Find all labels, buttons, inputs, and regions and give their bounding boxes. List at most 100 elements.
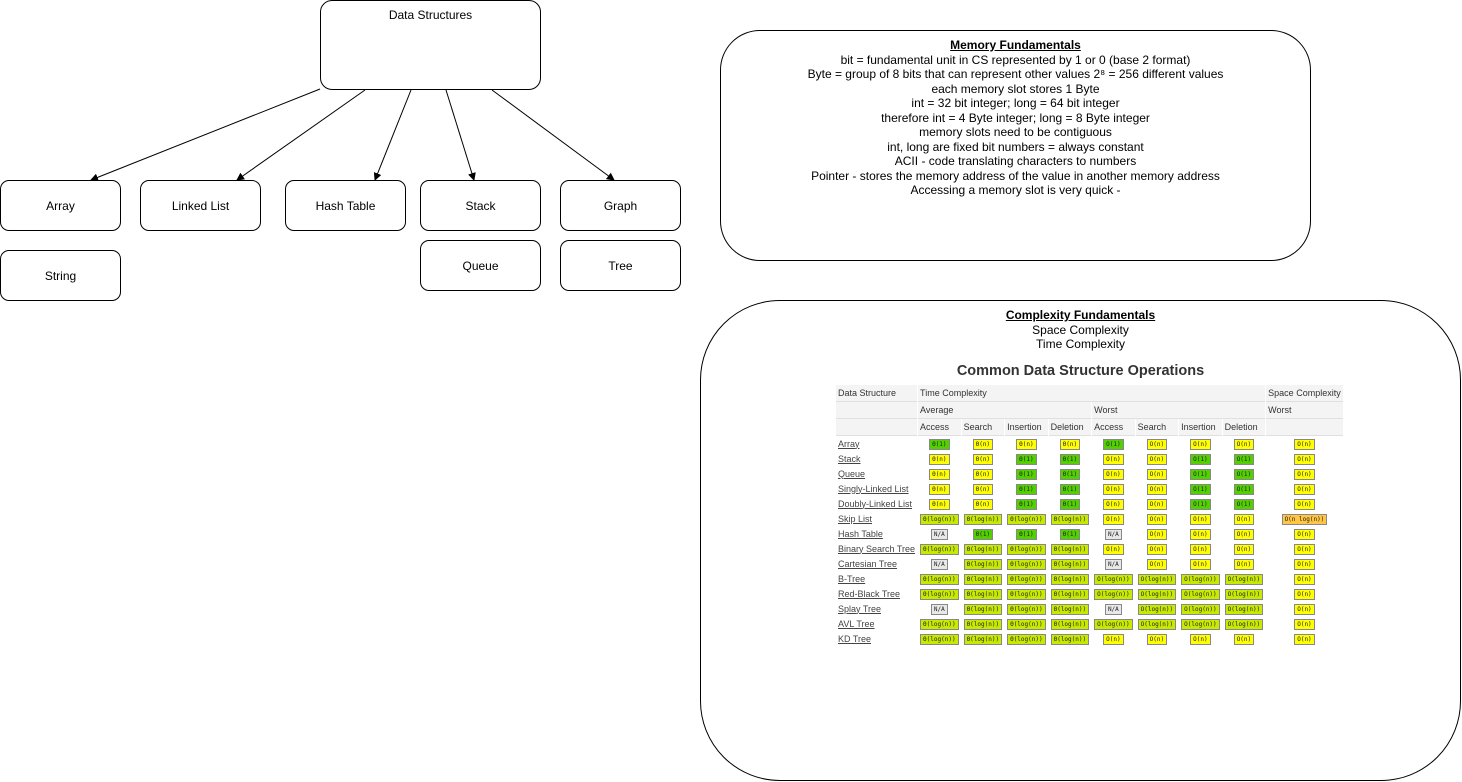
array-node[interactable]: Array	[0, 180, 121, 231]
complexity-cell: Θ(1)	[1005, 496, 1048, 511]
complexity-badge: Θ(n)	[929, 483, 950, 495]
complexity-badge: O(n)	[1190, 528, 1211, 540]
row-structure-link[interactable]: Doubly-Linked List	[838, 498, 913, 509]
complexity-cell: O(n)	[1136, 451, 1179, 466]
complexity-badge: O(n)	[1294, 483, 1315, 495]
complexity-badge: N/A	[1104, 603, 1122, 615]
complexity-badge: O(n)	[1146, 438, 1168, 450]
complexity-badge: O(n)	[1190, 513, 1211, 525]
linked-list-node[interactable]: Linked List	[140, 180, 261, 231]
row-structure-link[interactable]: Red-Black Tree	[838, 588, 901, 599]
header-op: Access	[918, 419, 961, 436]
complexity-badge: O(n)	[1103, 633, 1124, 645]
complexity-badge: Θ(1)	[972, 528, 994, 540]
complexity-badge: O(n)	[1294, 633, 1315, 645]
complexity-badge: Θ(log(n))	[1050, 633, 1090, 645]
complexity-badge: Θ(log(n))	[920, 543, 959, 555]
complexity-cell: O(n)	[1266, 541, 1343, 556]
memory-fundamentals-panel[interactable]: Memory Fundamentals bit = fundamental un…	[720, 30, 1311, 261]
complexity-cell: O(log(n))	[1223, 616, 1266, 631]
complexity-cell: O(1)	[1179, 481, 1222, 496]
complexity-cell: Θ(log(n))	[1049, 601, 1092, 616]
complexity-badge: N/A	[930, 603, 948, 615]
row-structure-link[interactable]: Binary Search Tree	[838, 543, 916, 554]
complexity-badge: O(n)	[1294, 528, 1315, 540]
complexity-cell: Θ(log(n))	[1005, 511, 1048, 526]
complexity-badge: O(n)	[1146, 468, 1168, 480]
complexity-badge: Θ(log(n))	[1050, 558, 1090, 570]
row-structure-link[interactable]: Splay Tree	[838, 603, 882, 614]
complexity-cell: O(n)	[1092, 511, 1135, 526]
complexity-cell: Θ(log(n))	[1049, 586, 1092, 601]
row-structure-link[interactable]: Cartesian Tree	[838, 558, 898, 569]
memory-line: each memory slot stores 1 Byte	[931, 81, 1100, 96]
complexity-cell: O(n)	[1179, 541, 1222, 556]
complexity-badge: O(1)	[1190, 453, 1211, 465]
graph-node[interactable]: Graph	[560, 180, 681, 231]
header-op: Search	[961, 419, 1005, 436]
complexity-cell: Θ(log(n))	[1005, 541, 1048, 556]
complexity-badge: O(n)	[1146, 633, 1168, 645]
hash-table-node[interactable]: Hash Table	[285, 180, 406, 231]
complexity-cell: O(n)	[1136, 496, 1179, 511]
complexity-line: Space Complexity	[1032, 322, 1129, 337]
complexity-badge: Θ(log(n))	[1007, 543, 1046, 555]
header-op: Search	[1135, 419, 1179, 436]
row-structure-link[interactable]: Queue	[838, 468, 866, 479]
complexity-badge: O(n)	[1146, 513, 1168, 525]
complexity-cell: Θ(log(n))	[1005, 631, 1048, 646]
complexity-badge: O(1)	[1233, 483, 1255, 495]
complexity-badge: O(log(n))	[1224, 618, 1264, 630]
tree-node[interactable]: Tree	[560, 240, 681, 291]
complexity-badge: O(n)	[1294, 588, 1315, 600]
complexity-cell: O(n log(n))	[1266, 511, 1343, 526]
row-structure-link[interactable]: B-Tree	[838, 573, 866, 584]
complexity-cell: Θ(1)	[1005, 451, 1048, 466]
complexity-badge: O(n)	[1294, 543, 1315, 555]
complexity-cell: Θ(1)	[1049, 481, 1092, 496]
complexity-cell: Θ(n)	[962, 451, 1005, 466]
complexity-badge: O(n log(n))	[1281, 513, 1328, 525]
complexity-badge: O(n)	[1294, 468, 1315, 480]
row-structure-link[interactable]: Skip List	[838, 513, 873, 524]
complexity-cell: Θ(n)	[962, 481, 1005, 496]
complexity-cell: O(n)	[1266, 586, 1343, 601]
complexity-cell: O(1)	[1223, 466, 1266, 481]
header-op: Deletion	[1048, 419, 1092, 436]
complexity-cell: Θ(log(n))	[1005, 601, 1048, 616]
row-structure-link[interactable]: Singly-Linked List	[838, 483, 909, 494]
complexity-fundamentals-panel[interactable]: Complexity Fundamentals Space Complexity…	[700, 300, 1461, 781]
data-structures-root-node[interactable]: Data Structures	[320, 0, 541, 90]
complexity-badge: Θ(1)	[1016, 483, 1037, 495]
queue-node[interactable]: Queue	[420, 240, 541, 291]
complexity-cell: O(1)	[1092, 436, 1135, 451]
complexity-cell: Θ(log(n))	[962, 616, 1005, 631]
row-structure-link[interactable]: Array	[838, 438, 860, 449]
complexity-badge: Θ(1)	[1059, 453, 1081, 465]
table-header-row: Access Search Insertion Deletion Access …	[836, 419, 1343, 436]
row-structure-link[interactable]: KD Tree	[838, 633, 872, 644]
complexity-cell: O(1)	[1223, 481, 1266, 496]
complexity-badge: Θ(log(n))	[1007, 618, 1046, 630]
row-structure-link[interactable]: Hash Table	[838, 528, 883, 539]
row-structure-link[interactable]: AVL Tree	[838, 618, 875, 629]
complexity-badge: O(log(n))	[1181, 603, 1220, 615]
queue-label: Queue	[462, 258, 499, 273]
complexity-cell: O(n)	[1092, 466, 1135, 481]
row-structure-link[interactable]: Stack	[838, 453, 861, 464]
edge-to-linked-list	[236, 89, 366, 181]
complexity-cell: Θ(log(n))	[962, 511, 1005, 526]
complexity-cell: Θ(n)	[918, 496, 961, 511]
complexity-cell: O(n)	[1223, 631, 1266, 646]
complexity-cell: O(log(n))	[1223, 601, 1266, 616]
memory-line: Accessing a memory slot is very quick -	[910, 183, 1121, 197]
complexity-cell: Θ(log(n))	[962, 541, 1005, 556]
stack-node[interactable]: Stack	[420, 180, 541, 231]
string-node[interactable]: String	[0, 250, 121, 301]
complexity-badge: Θ(log(n))	[963, 513, 1003, 525]
complexity-cell: O(log(n))	[1136, 616, 1179, 631]
complexity-cell: O(n)	[1179, 631, 1222, 646]
